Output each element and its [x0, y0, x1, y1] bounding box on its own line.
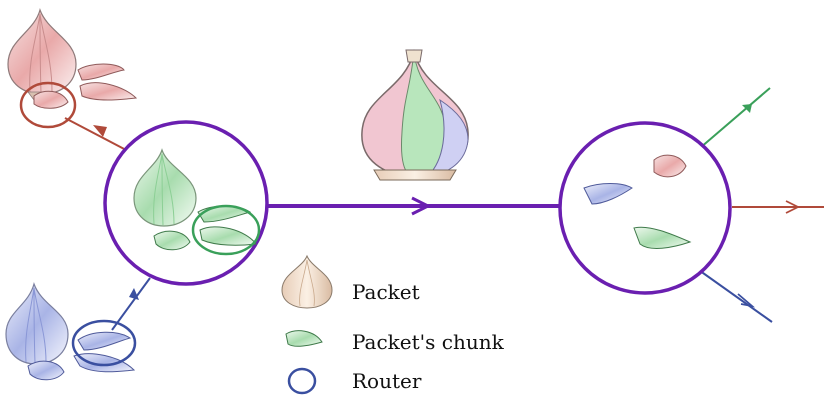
green-exit-link: [700, 88, 770, 148]
legend-label-packet: Packet: [352, 280, 420, 304]
red-exit-link: [732, 201, 824, 213]
red-flow-link: [65, 118, 130, 152]
blue-packet: [6, 284, 68, 364]
router-ring-icon: [289, 369, 315, 393]
router-right: [560, 123, 730, 293]
main-link: [268, 198, 562, 214]
legend-label-router: Router: [352, 369, 421, 393]
red-packet: [8, 10, 76, 100]
garlic-bulb-icon: [282, 256, 332, 308]
legend-label-packet-chunk: Packet's chunk: [352, 330, 504, 354]
blue-exit-link: [696, 268, 772, 322]
garlic-clove-icon: [286, 331, 322, 346]
tricolor-packet: [362, 50, 468, 180]
